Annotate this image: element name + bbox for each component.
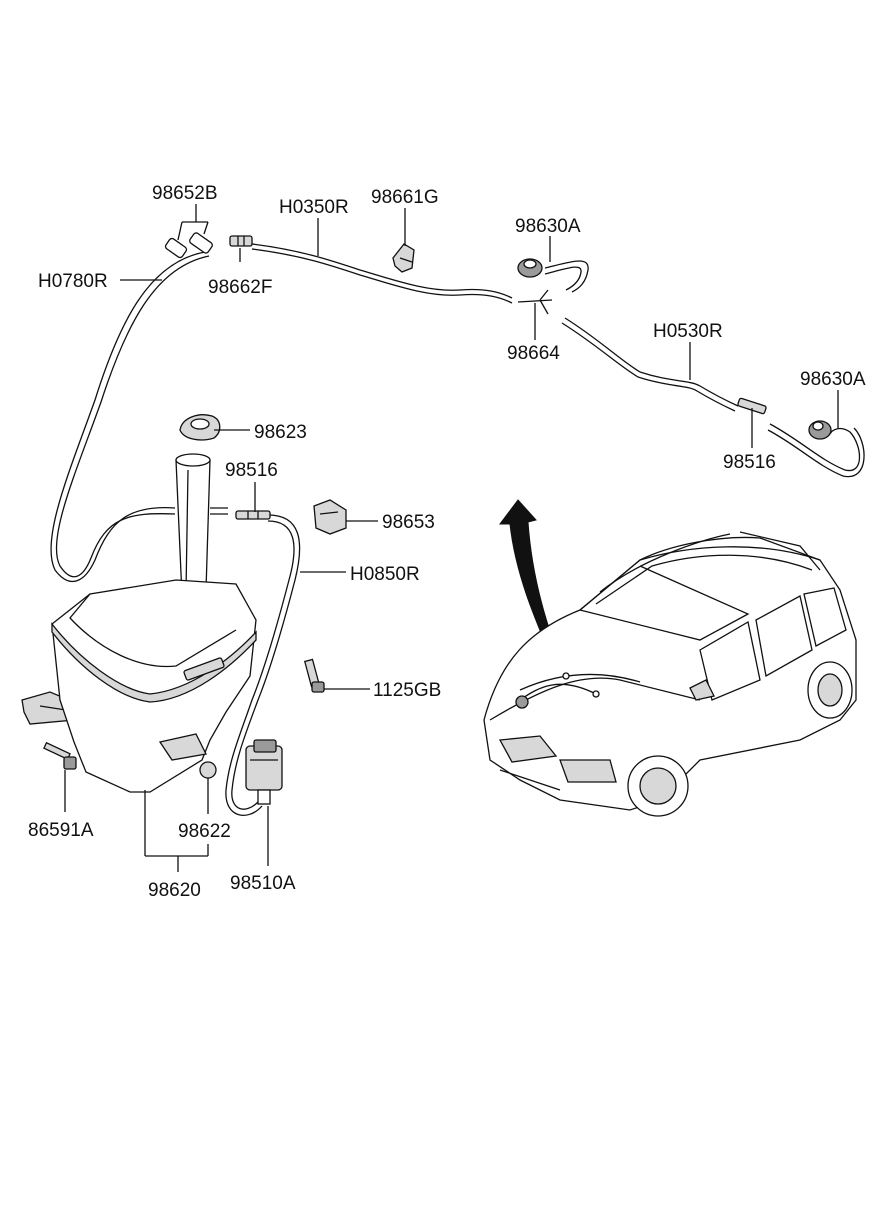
label-98661g: 98661G [371, 187, 439, 208]
label-98516-right: 98516 [723, 452, 776, 473]
label-h0350r: H0350R [279, 197, 349, 218]
clip-98661g [392, 243, 415, 273]
label-98630a-top: 98630A [515, 216, 581, 237]
connector-98662f [229, 235, 253, 247]
joint-98516-right [737, 397, 767, 415]
hose-nozzle-top [544, 260, 589, 293]
hose-h0530r-inner [561, 322, 736, 412]
label-h0530r: H0530R [653, 321, 723, 342]
grommet-98622 [199, 761, 217, 779]
hose-h0780r [50, 251, 206, 582]
screw-86591a [43, 741, 77, 770]
joint-98516-left [235, 510, 271, 520]
hose-h0350r [251, 243, 513, 299]
label-86591a: 86591A [28, 820, 94, 841]
label-98516-left: 98516 [225, 460, 278, 481]
label-h0780r: H0780R [38, 271, 108, 292]
hose-h0350r-inner [251, 248, 513, 304]
hose-h0780r-inner [55, 255, 210, 578]
hose-h0530r [564, 317, 739, 407]
label-98652b: 98652B [152, 183, 218, 204]
reservoir-tank-98620 [51, 453, 257, 793]
bolt-1125gb [303, 658, 325, 693]
washer-pump-98510a [245, 739, 283, 805]
label-98510a: 98510A [230, 873, 296, 894]
nozzle-98630a-top [517, 258, 543, 278]
hose-h0850r [231, 514, 301, 810]
label-h0850r: H0850R [350, 564, 420, 585]
vehicle-illustration [483, 531, 857, 817]
label-98664: 98664 [507, 343, 560, 364]
connector-98664 [517, 289, 553, 315]
label-1125gb: 1125GB [373, 680, 441, 701]
hose-nozzle-right [769, 423, 861, 472]
hose-nozzle-top-inner [544, 266, 582, 291]
nozzle-98630a-right [808, 420, 832, 440]
label-98653: 98653 [382, 512, 435, 533]
label-98622: 98622 [178, 821, 231, 842]
label-98630a-right: 98630A [800, 369, 866, 390]
joint-98652b [164, 232, 213, 259]
leader-lines [64, 204, 839, 872]
label-98620: 98620 [148, 880, 201, 901]
hose-nozzle-right-inner [767, 427, 865, 478]
label-98623: 98623 [254, 422, 307, 443]
grommet-98653 [313, 499, 347, 535]
hose-h0850r-inner [225, 520, 295, 816]
cap-98623 [179, 414, 221, 441]
label-98662f: 98662F [208, 277, 272, 298]
